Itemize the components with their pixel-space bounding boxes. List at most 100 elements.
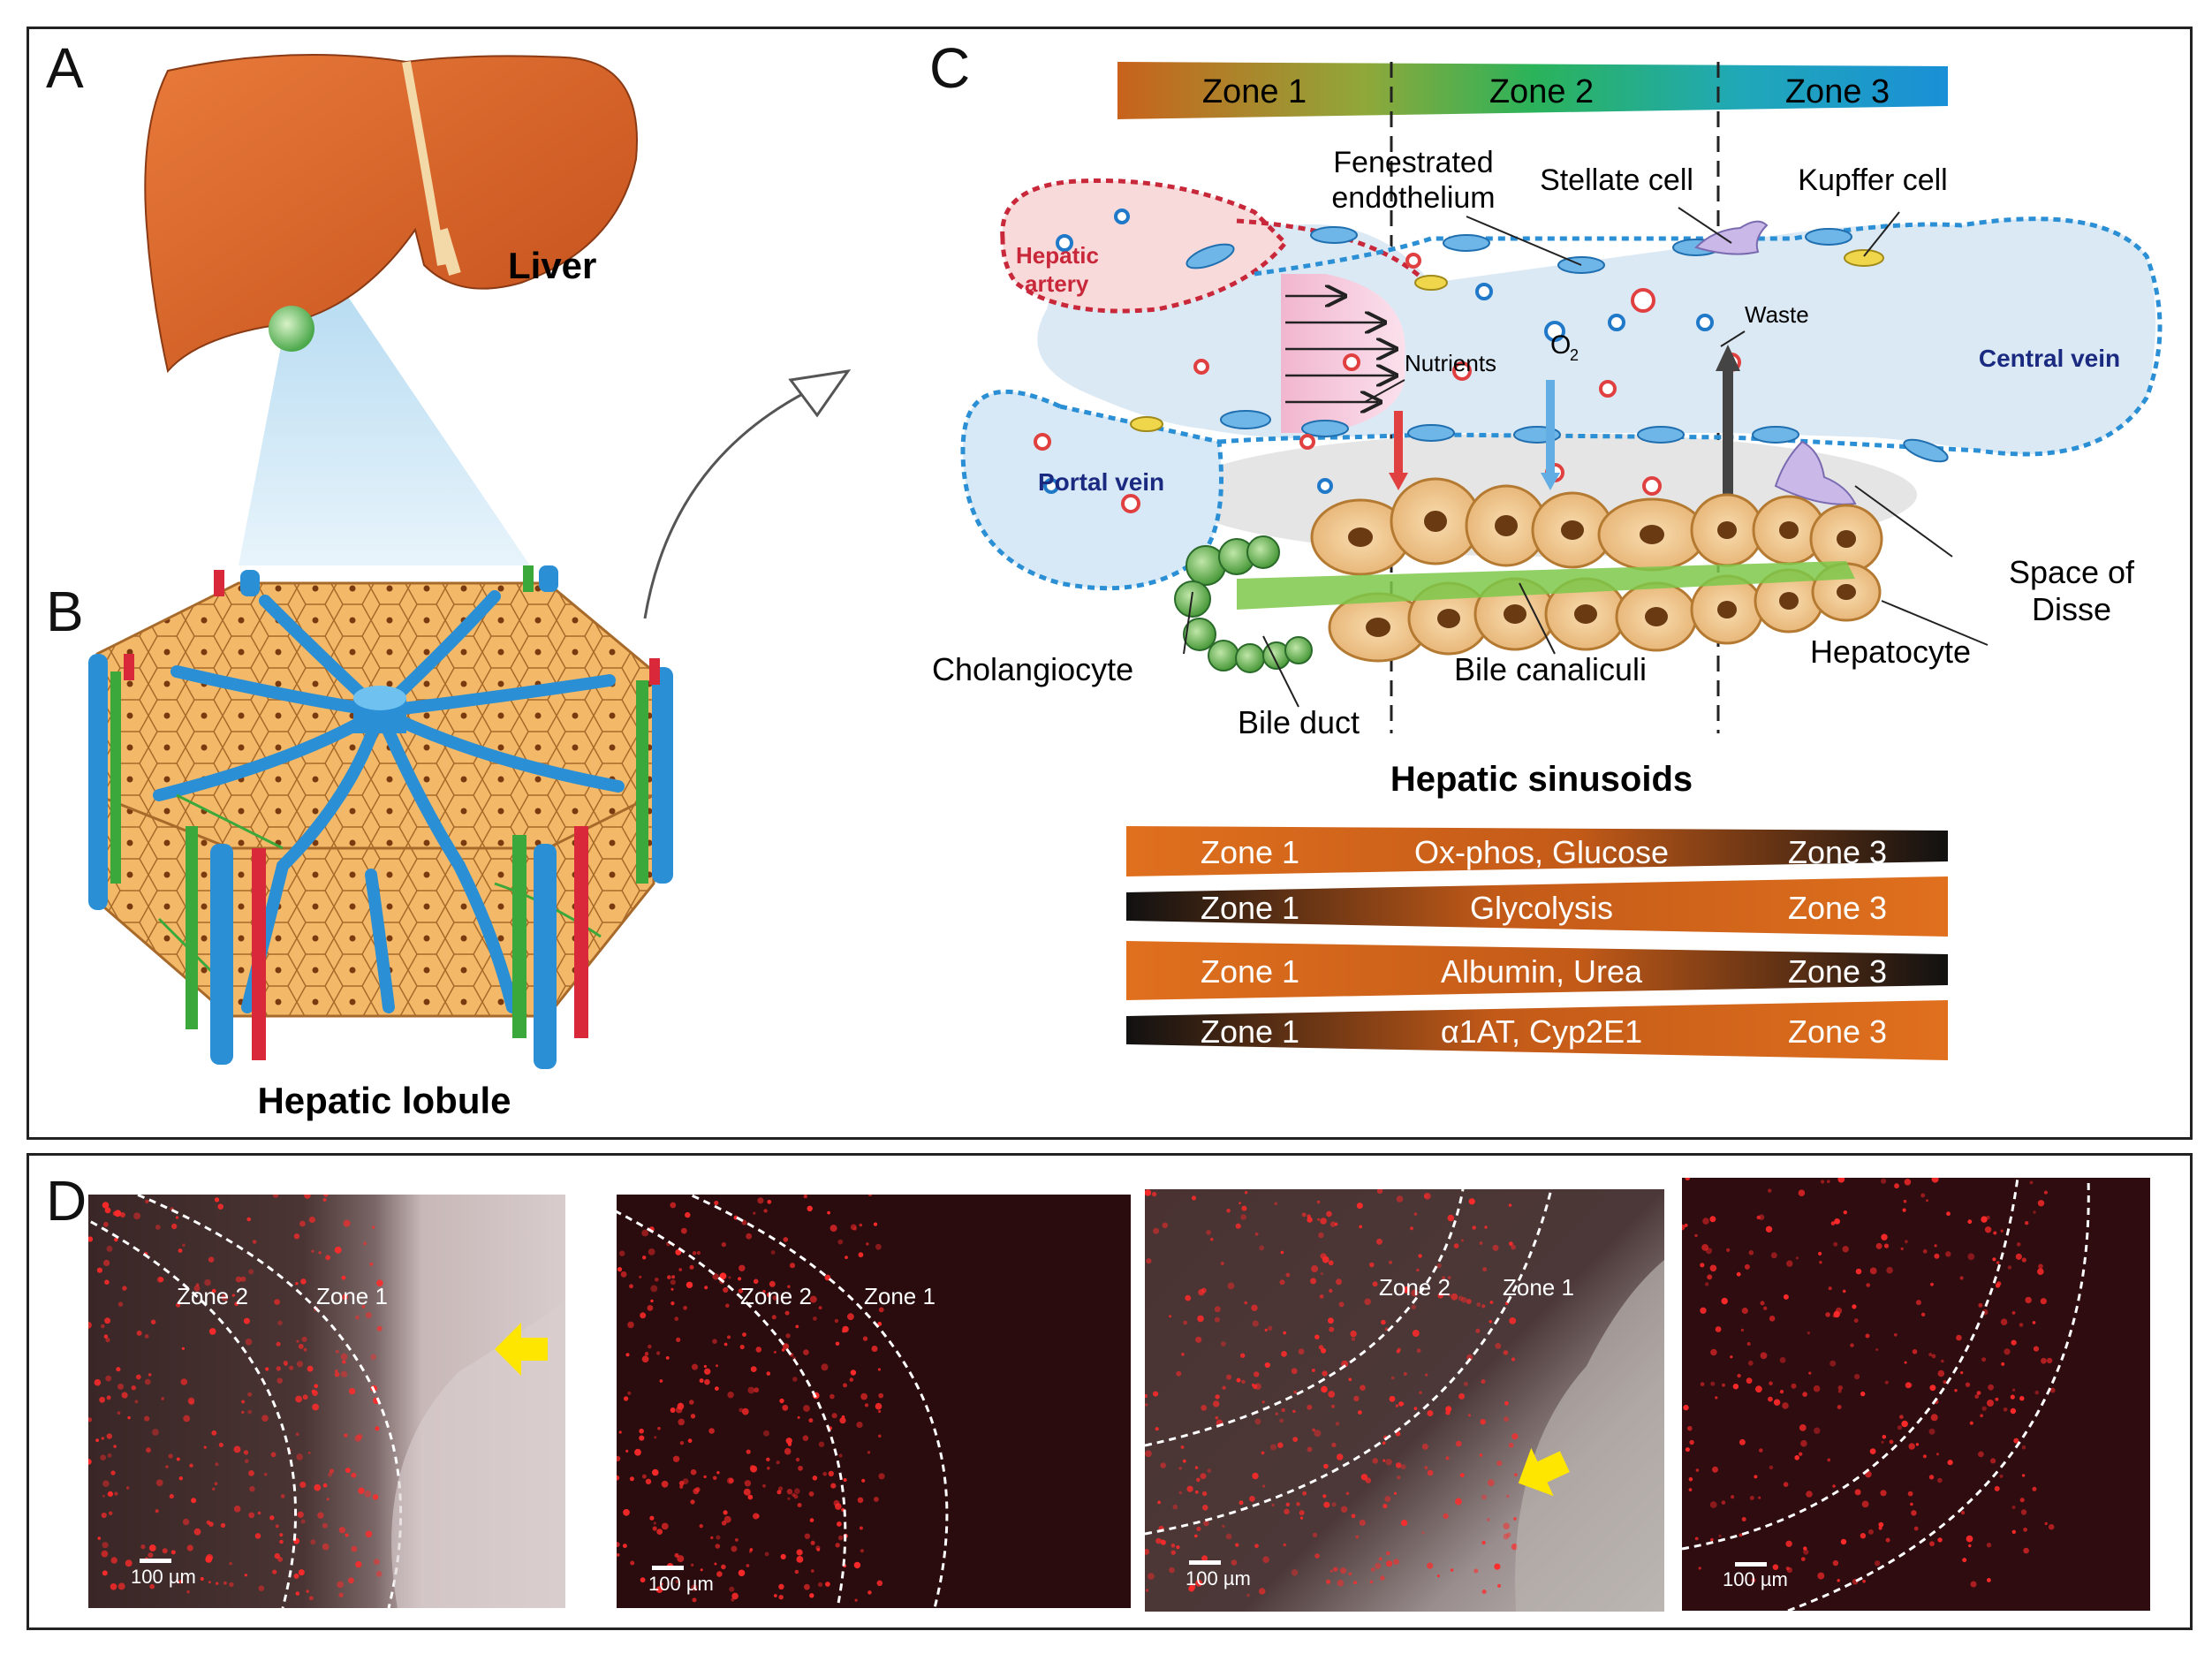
fluorescent-cell-speck xyxy=(1808,1371,1812,1375)
fluorescent-cell-speck xyxy=(1358,1410,1362,1415)
fluorescent-cell-speck xyxy=(1421,1531,1425,1535)
fluorescent-cell-speck xyxy=(1170,1550,1176,1555)
fluorescent-cell-speck xyxy=(293,1233,300,1240)
fluorescent-cell-speck xyxy=(1280,1250,1284,1255)
hepatic-artery-lobe xyxy=(1000,178,1289,314)
fluorescent-cell-speck xyxy=(1495,1342,1502,1349)
fluorescent-cell-speck xyxy=(1148,1573,1155,1580)
fluorescent-cell-speck xyxy=(235,1276,242,1283)
fluorescent-cell-speck xyxy=(1747,1360,1754,1366)
fluorescent-cell-speck xyxy=(1418,1254,1422,1258)
fluorescent-cell-speck xyxy=(657,1426,661,1430)
fluorescent-cell-speck xyxy=(1213,1400,1220,1407)
fluorescent-cell-speck xyxy=(156,1276,163,1283)
fluorescent-cell-speck xyxy=(1869,1267,1877,1275)
fluorescent-cell-speck xyxy=(625,1353,630,1357)
fluorescent-cell-speck xyxy=(223,1581,227,1585)
fluorescent-cell-speck xyxy=(148,1544,156,1552)
fluorescent-cell-speck xyxy=(1476,1302,1481,1307)
fluorescent-cell-speck xyxy=(1463,1381,1468,1386)
fluorescent-cell-speck xyxy=(1862,1579,1866,1583)
fluorescent-cell-speck xyxy=(665,1356,670,1360)
fluorescent-cell-speck xyxy=(767,1199,772,1204)
fluorescent-cell-speck xyxy=(843,1478,847,1482)
fluorescent-cell-speck xyxy=(2049,1387,2056,1393)
fluorescent-cell-speck xyxy=(1375,1238,1382,1245)
fluorescent-cell-speck xyxy=(1145,1403,1148,1407)
fluorescent-cell-speck xyxy=(298,1343,304,1349)
fluorescent-cell-speck xyxy=(1307,1217,1313,1223)
fluorescent-cell-speck xyxy=(155,1225,161,1230)
fluorescent-cell-speck xyxy=(2034,1390,2039,1395)
fluorescent-cell-speck xyxy=(690,1563,694,1567)
fluorescent-cell-speck xyxy=(1913,1526,1919,1531)
fluorescent-cell-speck xyxy=(1445,1456,1450,1461)
fluorescent-cell-speck xyxy=(1445,1406,1452,1413)
fluorescent-cell-speck xyxy=(1321,1385,1328,1393)
fluorescent-cell-speck xyxy=(803,1349,809,1355)
fluorescent-cell-speck xyxy=(203,1445,207,1449)
fluorescent-cell-speck xyxy=(1214,1306,1221,1313)
fluorescent-cell-speck xyxy=(712,1273,719,1280)
label-hepatic-artery-2: artery xyxy=(1025,270,1089,297)
fluorescent-cell-speck xyxy=(114,1491,118,1496)
fluorescent-cell-speck xyxy=(849,1377,854,1382)
fluorescent-cell-speck xyxy=(376,1279,383,1286)
fluorescent-cell-speck xyxy=(1181,1353,1185,1356)
fluorescent-cell-speck xyxy=(789,1263,796,1269)
fluorescent-cell-speck xyxy=(1768,1396,1773,1402)
fluorescent-cell-speck xyxy=(746,1449,751,1454)
fluorescent-cell-speck xyxy=(1480,1419,1486,1425)
fluorescent-cell-speck xyxy=(877,1322,883,1326)
fluorescent-cell-speck xyxy=(1350,1330,1357,1338)
fluorescent-cell-speck xyxy=(809,1593,814,1598)
fluorescent-cell-speck xyxy=(1755,1385,1762,1393)
fluorescent-cell-speck xyxy=(1473,1568,1479,1574)
fluorescent-cell-speck xyxy=(144,1334,149,1339)
fluorescent-cell-speck xyxy=(804,1533,811,1539)
fluorescent-cell-speck xyxy=(175,1216,179,1219)
fluorescent-cell-speck xyxy=(1883,1243,1890,1248)
fluorescent-cell-speck xyxy=(641,1355,649,1363)
fluorescent-cell-speck xyxy=(1504,1416,1509,1423)
fluorescent-cell-speck xyxy=(2040,1298,2047,1305)
fluorescent-cell-speck xyxy=(1967,1219,1973,1225)
waste-arrow xyxy=(1723,367,1733,499)
fluorescent-cell-speck xyxy=(295,1282,299,1286)
fluorescent-cell-speck xyxy=(1882,1435,1887,1439)
fluorescent-cell-speck xyxy=(741,1407,749,1415)
fluorescent-cell-speck xyxy=(1375,1562,1382,1569)
fluorescent-cell-speck xyxy=(641,1229,649,1237)
fluorescent-cell-speck xyxy=(1779,1357,1786,1363)
fluorescent-cell-speck xyxy=(144,1378,151,1385)
fluorescent-cell-speck xyxy=(1798,1189,1806,1196)
fluorescent-cell-speck xyxy=(1160,1539,1166,1545)
fluorescent-cell-speck xyxy=(1710,1381,1716,1386)
fluorescent-cell-speck xyxy=(652,1526,657,1531)
fluorescent-cell-speck xyxy=(1413,1212,1418,1216)
fluorescent-cell-speck xyxy=(2025,1221,2029,1225)
fluorescent-cell-speck xyxy=(773,1350,776,1354)
fluorescent-cell-speck xyxy=(2032,1486,2037,1491)
fluorescent-cell-speck xyxy=(1369,1262,1375,1268)
fluorescent-cell-speck xyxy=(1741,1307,1748,1315)
fluorescent-cell-speck xyxy=(877,1368,881,1371)
fluorescent-cell-speck xyxy=(1722,1383,1725,1387)
fluorescent-cell-speck xyxy=(1995,1283,2001,1288)
fluorescent-cell-speck xyxy=(1176,1370,1182,1377)
panel-c-sinusoid-diagram: Zone 1 Zone 2 Zone 3 xyxy=(932,62,2163,1060)
fluorescent-cell-speck xyxy=(1741,1517,1746,1521)
fluorescent-cell-speck xyxy=(1185,1294,1192,1301)
fluorescent-cell-speck xyxy=(1214,1316,1220,1323)
fluorescent-cell-speck xyxy=(766,1292,772,1297)
fluorescent-cell-speck xyxy=(1244,1191,1248,1195)
fluorescent-cell-speck xyxy=(1931,1354,1936,1359)
fluorescent-cell-speck xyxy=(101,1512,107,1519)
fluorescent-cell-speck xyxy=(302,1394,308,1400)
fluorescent-cell-speck xyxy=(103,1334,109,1339)
fluorescent-cell-speck xyxy=(675,1406,683,1414)
fluorescent-cell-speck xyxy=(1427,1469,1434,1476)
fluorescent-cell-speck xyxy=(1855,1268,1862,1275)
fluorescent-cell-speck xyxy=(824,1274,831,1281)
fluorescent-cell-speck xyxy=(650,1299,654,1303)
